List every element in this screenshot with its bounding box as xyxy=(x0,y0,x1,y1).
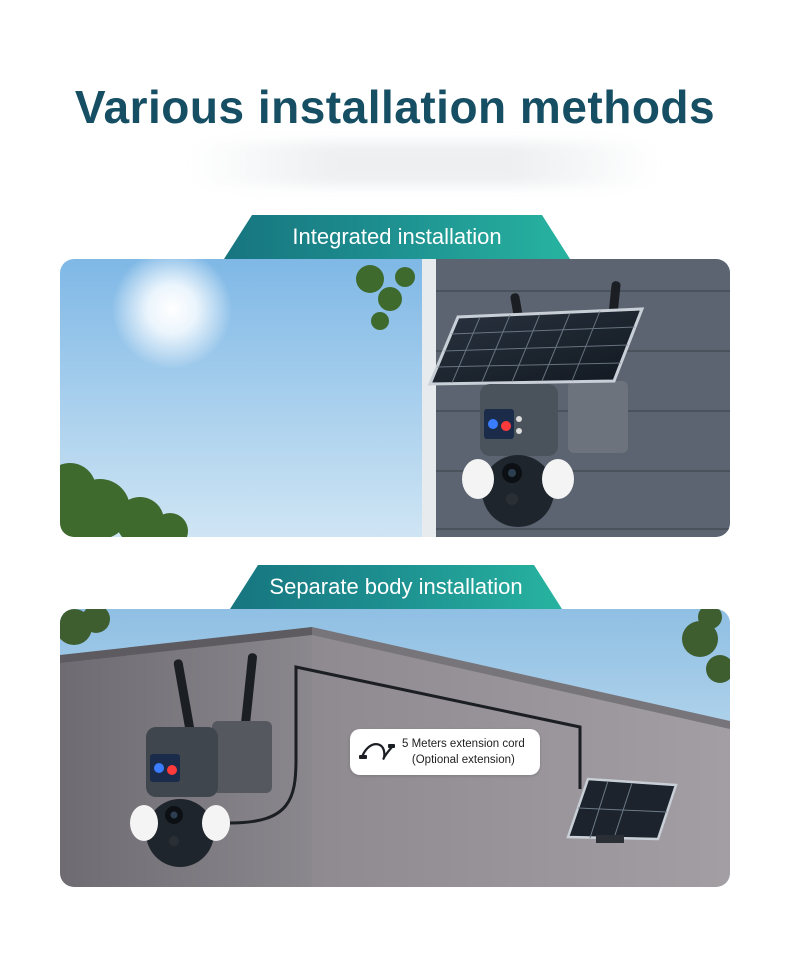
section-tab-label: Integrated installation xyxy=(292,224,502,249)
callout-line-1: 5 Meters extension cord xyxy=(402,738,525,750)
section-tab-label: Separate body installation xyxy=(269,574,523,599)
siren-light-icon xyxy=(150,754,180,782)
callout-line-2: (Optional extension) xyxy=(411,754,515,766)
solar-panel xyxy=(566,777,678,841)
camera-dome xyxy=(146,799,214,867)
tree-foliage xyxy=(60,265,415,537)
page-title: Various installation methods xyxy=(74,81,716,133)
callout-text: 5 Meters extension cord (Optional extens… xyxy=(402,736,525,768)
subtitle-placeholder xyxy=(190,142,660,186)
sun-icon xyxy=(112,259,232,369)
siren-light-icon xyxy=(484,409,514,439)
cable-icon xyxy=(359,743,395,760)
camera-dome xyxy=(482,455,554,527)
extension-cord-callout: 5 Meters extension cord (Optional extens… xyxy=(350,729,540,775)
tree-foliage xyxy=(60,609,730,683)
section-tab-separate: Separate body installation xyxy=(230,565,562,609)
section-tab-integrated: Integrated installation xyxy=(224,215,570,259)
integrated-installation-image xyxy=(60,259,730,537)
